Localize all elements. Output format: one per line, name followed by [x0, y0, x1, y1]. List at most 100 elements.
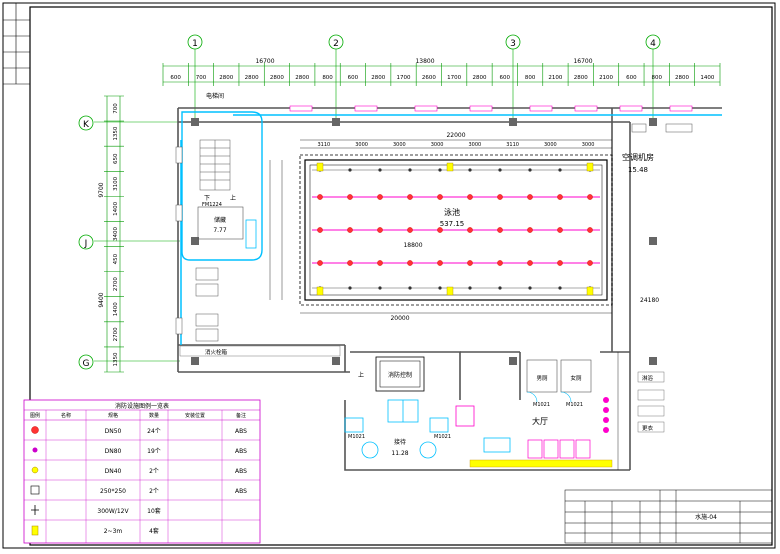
equip-room-area: 15.48: [628, 166, 648, 174]
legend-table: [23, 399, 261, 544]
axis-bubble-row-G: G: [78, 354, 94, 370]
pool-drain-icon: [378, 286, 382, 290]
lamp-symbol-icon: [31, 505, 39, 515]
drawing-number: 水施-04: [695, 513, 717, 521]
yellow-floor-area: [469, 459, 613, 468]
pool-area: 537.15: [440, 220, 465, 228]
pool-inlet-icon: [317, 194, 323, 200]
pool-inlet-icon: [377, 194, 383, 200]
axis-label: K: [83, 120, 90, 130]
legend-material: ABS: [235, 428, 247, 435]
legend-spec: 300W/12V: [97, 508, 129, 515]
reception-area: 11.28: [391, 450, 408, 457]
top-segment-label: 2800: [295, 75, 309, 81]
changing-label: 更衣: [642, 424, 654, 432]
pool-drain-icon: [408, 168, 412, 172]
pool-inlet-icon: [377, 227, 383, 233]
axis-label: G: [83, 359, 90, 369]
equip-room-name: 空调机房: [622, 152, 654, 162]
pool-segment-label: 3000: [431, 142, 444, 148]
pool-drain-icon: [348, 168, 352, 172]
top-segment-label: 600: [626, 75, 637, 81]
sprinkler-symbol-icon: [32, 447, 38, 453]
axis-bubble-col-1: 1: [187, 34, 203, 50]
top-segment-label: 2800: [270, 75, 284, 81]
drain-symbol-icon: [31, 466, 39, 474]
legend-material: ABS: [235, 468, 247, 475]
top-segment-label: 2800: [675, 75, 689, 81]
top-segment-label: 2800: [219, 75, 233, 81]
pool-inlet-icon: [317, 260, 323, 266]
lobby-furniture: [344, 399, 511, 459]
pool-supply-pipes: [312, 196, 600, 264]
legend-header: 备注: [236, 412, 246, 419]
left-segment-label: 2700: [113, 277, 119, 291]
top-span-label-2: 13800: [415, 58, 434, 65]
axis-label: J: [84, 239, 88, 249]
pool-drain-icon: [528, 286, 532, 290]
axis-bubble-row-J: J: [78, 234, 94, 250]
pool-inlet-icon: [497, 260, 503, 266]
legend-title: 消防设施图例一览表: [115, 402, 169, 410]
pool-inlet-icon: [497, 227, 503, 233]
legend-spec: DN40: [105, 468, 122, 475]
pool-segment-label: 3000: [544, 142, 557, 148]
pool-drain-icon: [558, 286, 562, 290]
pool-inlet-icon: [347, 260, 353, 266]
pool-segment-label: 3110: [506, 142, 519, 148]
left-segment-label: 1400: [113, 302, 119, 316]
pool-drain-icon: [348, 286, 352, 290]
legend-qty: 2个: [149, 488, 159, 495]
pool-drain-icon: [408, 286, 412, 290]
axis-bubble-col-4: 4: [645, 34, 661, 50]
pool-lamp-icon: [586, 162, 594, 172]
toilet-f-label: 女厕: [570, 374, 582, 382]
toilet-m-label: 男厕: [536, 375, 548, 382]
legend-spec: DN50: [105, 428, 122, 435]
pool-inlet-icon: [437, 260, 443, 266]
legend-qty: 4套: [149, 527, 159, 535]
storage-area: 7.77: [213, 227, 227, 234]
legend-header: 名称: [61, 412, 71, 419]
pool-inlet-icon: [407, 194, 413, 200]
door-swings: [526, 391, 572, 403]
outer-frame: [2, 2, 776, 549]
box-symbol-icon: [30, 485, 40, 495]
top-segment-label: 2800: [472, 75, 486, 81]
window-markers: [289, 105, 693, 112]
stair-enclosure: [181, 111, 263, 261]
right-total-dim: 24180: [640, 297, 659, 304]
right-side-labels: [637, 371, 665, 433]
left-segment-label: 1350: [113, 126, 119, 140]
top-segment-label: 2100: [599, 75, 613, 81]
equip-room-boxes: [631, 123, 693, 133]
pool-inlet-icon: [467, 194, 473, 200]
door-label-3: M1021: [348, 434, 365, 440]
pool-inlet-icon: [467, 227, 473, 233]
fire-control-up: 上: [358, 371, 364, 379]
top-segment-label: 2800: [574, 75, 588, 81]
top-segment-label: 2800: [371, 75, 385, 81]
hall-name: 大厅: [532, 416, 548, 426]
shower-stalls: [527, 439, 591, 459]
stair-treads: [199, 139, 231, 191]
pool-inlet-icon: [587, 227, 593, 233]
door-label-2: M1021: [566, 402, 583, 408]
left-segment-label: 1350: [113, 352, 119, 366]
corridor-label: 消火栓箱: [205, 348, 228, 356]
left-span-label-1: 9700: [98, 182, 105, 197]
axis-label: 3: [510, 39, 516, 49]
pool-inlet-icon: [347, 227, 353, 233]
top-span-label-1: 16700: [255, 58, 274, 65]
top-dimension-ticks: [162, 63, 721, 86]
left-segment-label: 650: [113, 153, 119, 164]
pool-segment-label: 3000: [582, 142, 595, 148]
legend-header: 安装位置: [185, 412, 205, 419]
top-segment-label: 2100: [548, 75, 562, 81]
pool-drain-icon: [468, 286, 472, 290]
top-segment-label: 600: [500, 75, 511, 81]
top-span-label-3: 16700: [573, 58, 592, 65]
